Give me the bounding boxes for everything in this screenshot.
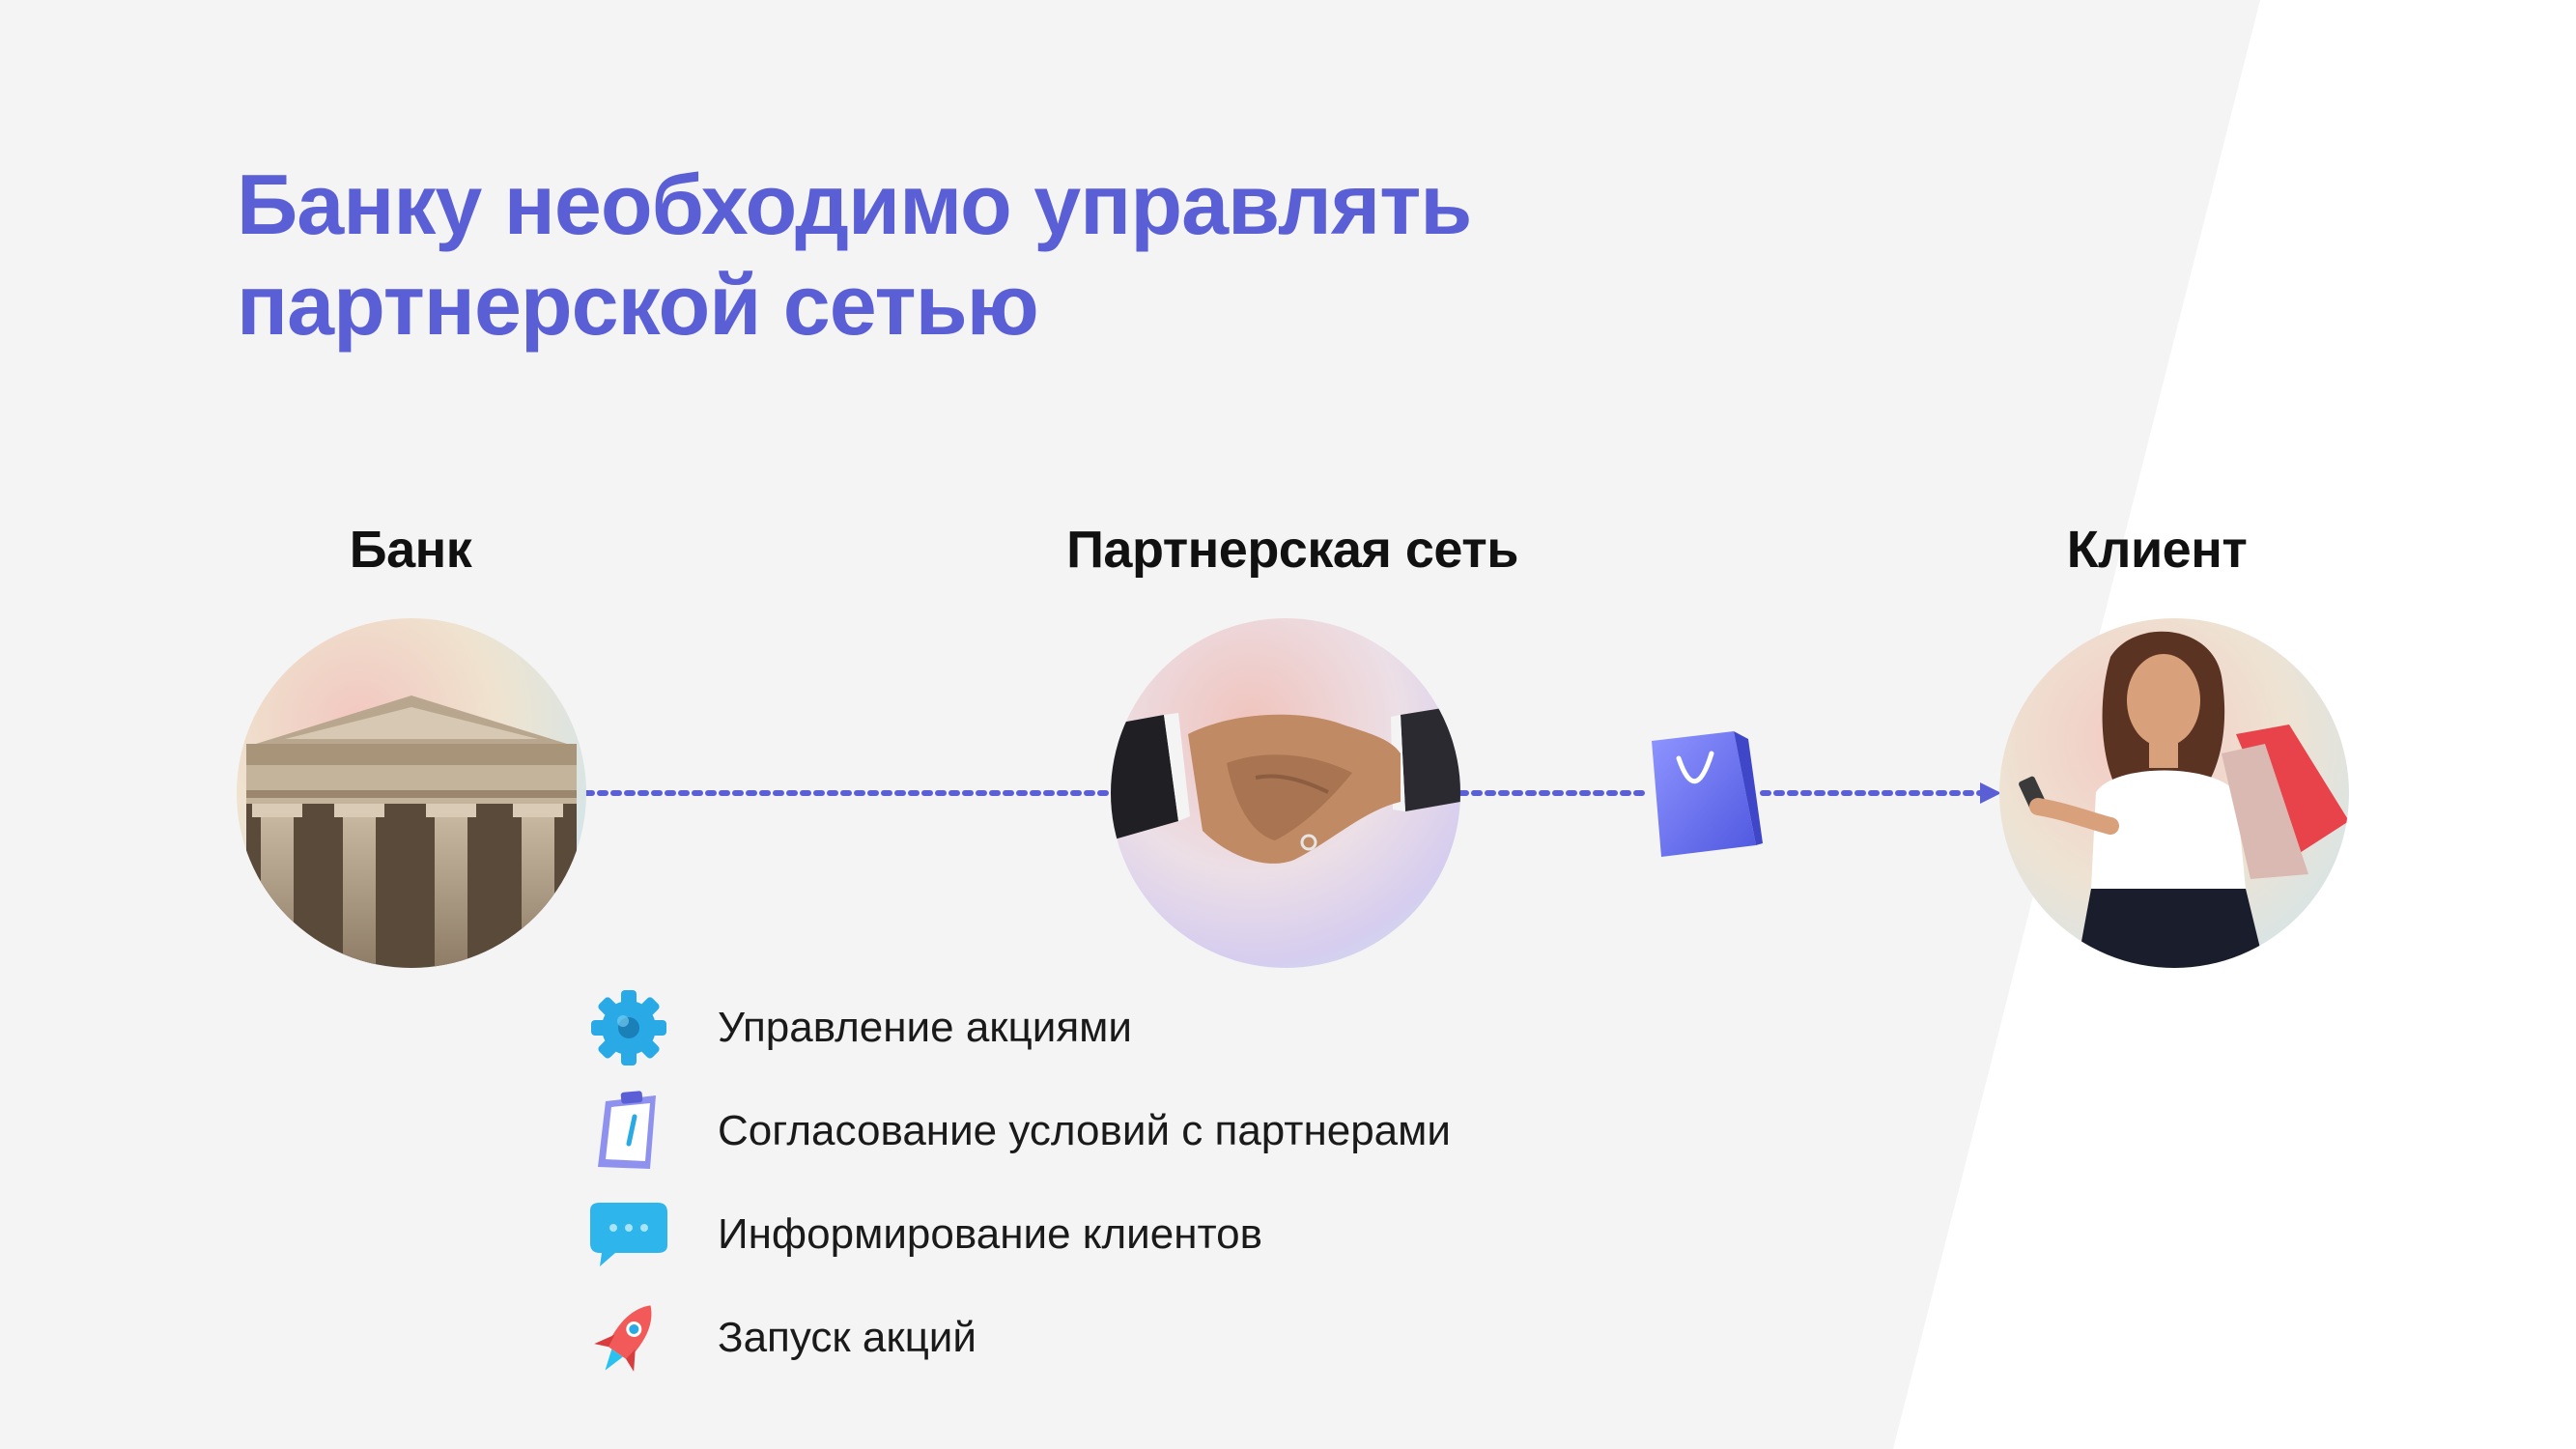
bank-building-columns-icon [237,618,586,968]
feature-label-promotions-launch: Запуск акций [718,1313,977,1361]
list-item: Управление акциями [584,976,1451,1079]
bank-image [237,618,586,968]
shopping-bag-icon [1652,731,1763,857]
chat-bubble-icon [584,1191,671,1278]
rocket-icon [584,1294,671,1381]
title-line-2: партнерской сетью [237,257,1039,353]
feature-list: Управление акциями Согласование условий … [584,976,1451,1389]
node-label-partner-network: Партнерская сеть [1066,521,1518,579]
feature-label-client-informing: Информирование клиентов [718,1209,1263,1258]
node-label-client: Клиент [2066,521,2248,579]
list-item: Согласование условий с партнерами [584,1079,1451,1182]
clipboard-icon [584,1088,671,1175]
feature-label-partner-terms: Согласование условий с партнерами [718,1106,1451,1154]
title-line-1: Банку необходимо управлять [237,156,1472,252]
handshake-icon [1111,618,1460,968]
feature-label-promotions-management: Управление акциями [718,1003,1132,1051]
gear-icon [584,984,671,1071]
list-item: Запуск акций [584,1286,1451,1389]
woman-shopping-bags-phone-icon [1999,618,2349,968]
list-item: Информирование клиентов [584,1182,1451,1286]
node-label-bank: Банк [349,521,472,579]
page-title: Банку необходимо управлять партнерской с… [237,155,1472,355]
partner-network-image [1111,618,1460,968]
client-image [1999,618,2349,968]
